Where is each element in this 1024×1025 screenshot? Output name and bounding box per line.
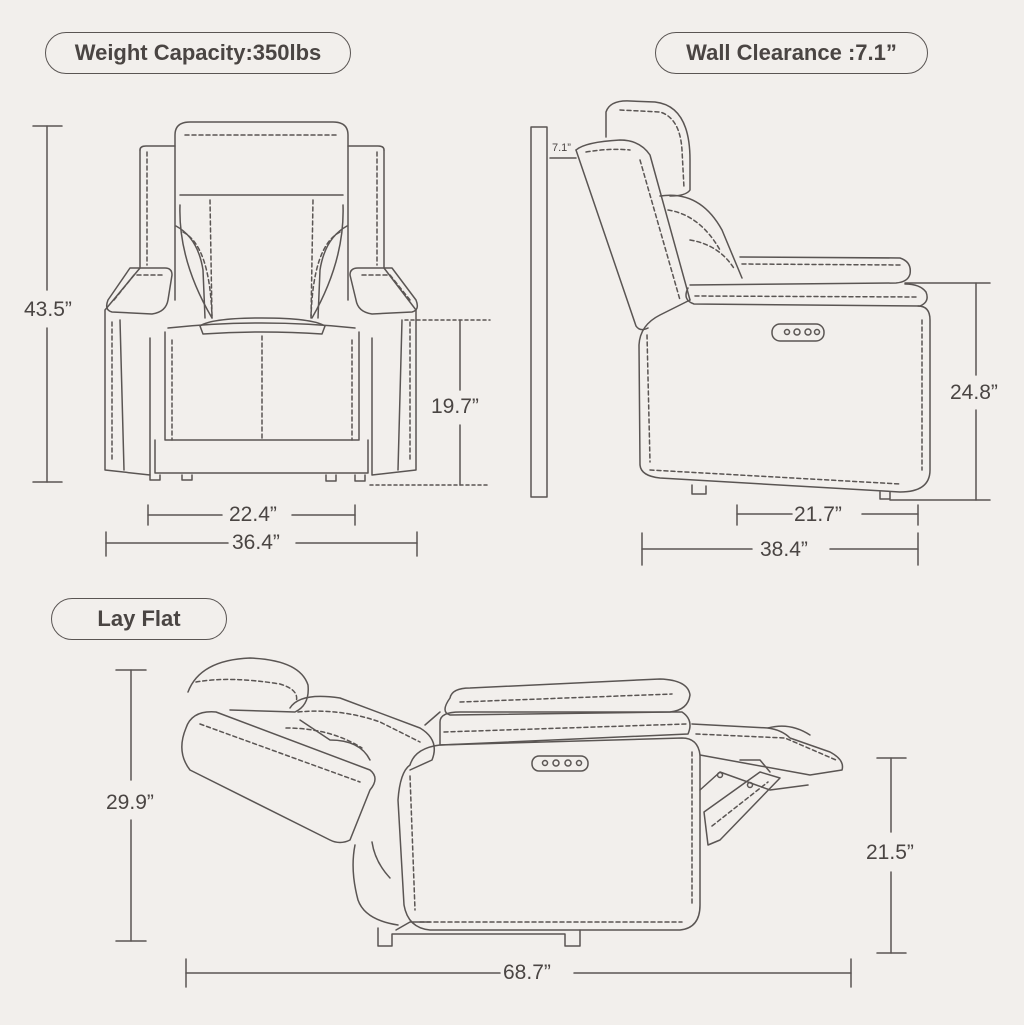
front-height-label: 43.5”: [24, 298, 72, 321]
side-view-chair: [575, 100, 931, 500]
side-view-dimensions: [549, 157, 991, 566]
front-seat-height-label: 19.7”: [431, 395, 479, 418]
front-view-chair: [104, 121, 419, 482]
reclined-footrest-height-label: 21.5”: [866, 841, 914, 864]
side-arm-height-label: 24.8”: [950, 381, 998, 404]
front-view-dimensions: [32, 125, 491, 557]
side-view-wall: [530, 126, 548, 498]
lay-flat-label: Lay Flat: [97, 606, 181, 631]
reclined-view-chair: [181, 657, 844, 947]
side-overall-depth-label: 38.4”: [760, 538, 808, 561]
weight-capacity-label: Weight Capacity:350lbs: [74, 40, 322, 65]
reclined-view-dimensions: [115, 669, 907, 988]
wall-clearance-label: Wall Clearance :7.1”: [686, 40, 897, 65]
side-seat-depth-label: 21.7”: [794, 503, 842, 526]
side-wall-gap-label: 7.1”: [552, 142, 571, 154]
wall-clearance-badge: Wall Clearance :7.1”: [655, 32, 928, 74]
weight-capacity-badge: Weight Capacity:350lbs: [45, 32, 351, 74]
front-overall-width-label: 36.4”: [232, 531, 280, 554]
reclined-height-label: 29.9”: [106, 791, 154, 814]
lay-flat-badge: Lay Flat: [51, 598, 227, 640]
reclined-overall-length-label: 68.7”: [503, 961, 551, 984]
front-seat-width-label: 22.4”: [229, 503, 277, 526]
